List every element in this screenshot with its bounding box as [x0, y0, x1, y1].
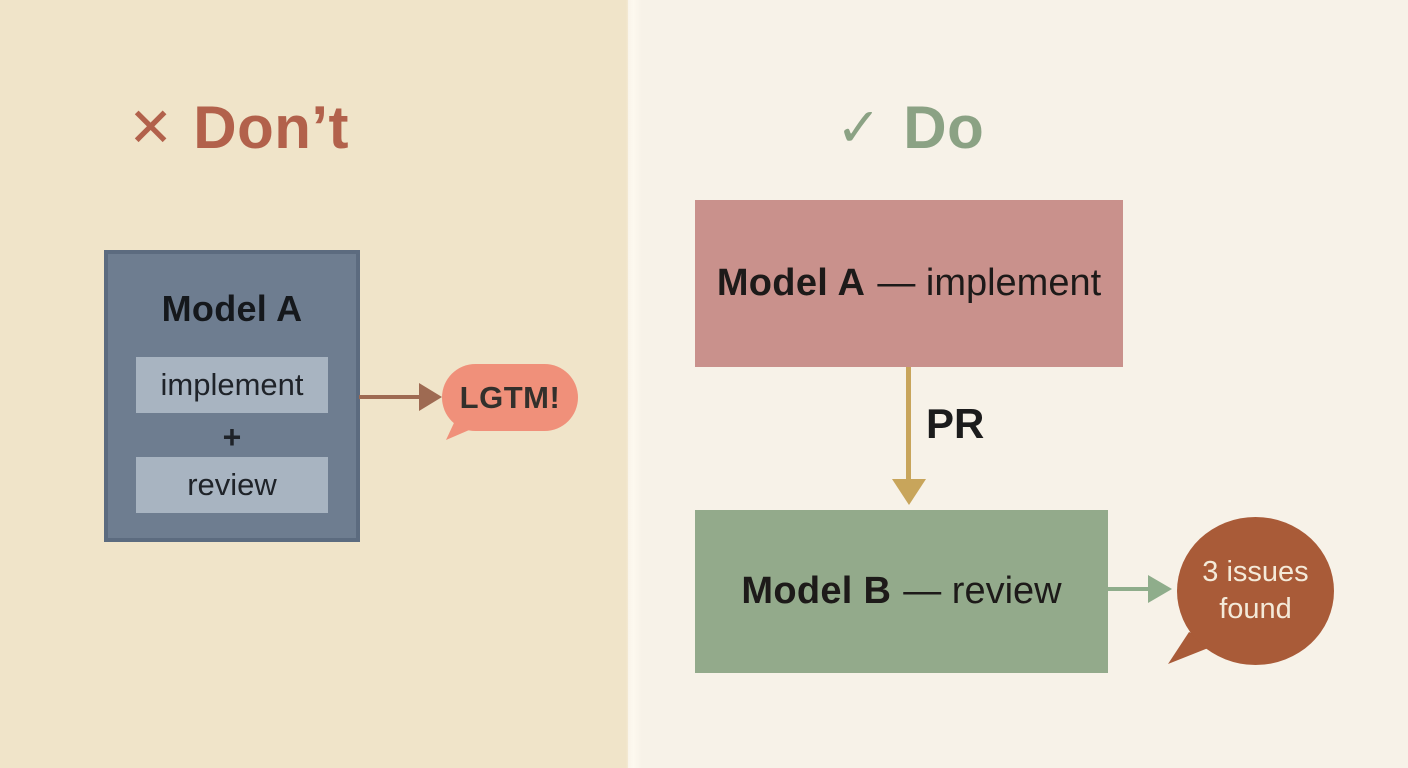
lgtm-bubble-label: LGTM! — [459, 379, 561, 415]
model-b-review-box: Model B — review — [695, 510, 1108, 673]
cross-icon: ✕ — [128, 98, 174, 158]
model-a-combined-box: Model A implement + review — [104, 250, 360, 542]
pr-label: PR — [926, 400, 985, 447]
implement-task-label: — implement — [877, 262, 1102, 304]
do-heading-label: Do — [903, 94, 985, 161]
model-a-implement-box: Model A — implement — [695, 200, 1123, 367]
lgtm-speech-bubble: LGTM! — [442, 364, 578, 431]
lgtm-arrow-head-icon — [419, 383, 442, 411]
issues-bubble-line1: 3 issues — [1202, 555, 1309, 588]
dont-heading-label: Don’t — [193, 94, 350, 161]
check-icon: ✓ — [836, 98, 882, 158]
model-b-name: Model B — [741, 570, 892, 612]
pr-arrow-head-icon — [892, 479, 926, 505]
dont-heading: ✕ Don’t — [128, 92, 349, 164]
review-step-chip: review — [136, 457, 328, 513]
plus-joiner: + — [222, 419, 242, 455]
panel-divider — [626, 0, 642, 768]
lgtm-arrow-line — [359, 395, 421, 399]
issues-speech-bubble: 3 issues found — [1177, 517, 1334, 665]
model-a-name: Model A — [716, 262, 866, 304]
issues-arrow-head-icon — [1148, 575, 1172, 603]
issues-arrow-line — [1108, 587, 1152, 591]
pr-arrow-line — [906, 367, 911, 481]
implement-step-chip: implement — [136, 357, 328, 413]
review-task-label: — review — [903, 570, 1062, 612]
model-a-title: Model A — [161, 288, 303, 329]
issues-bubble-line2: found — [1219, 593, 1292, 625]
do-heading: ✓ Do — [836, 92, 984, 164]
